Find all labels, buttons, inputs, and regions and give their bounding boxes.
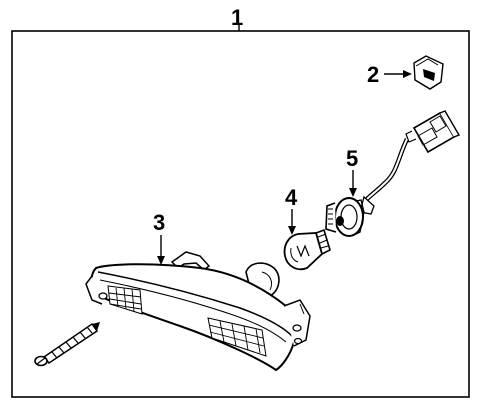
- arrow-icon: [288, 209, 296, 235]
- wire-part: [364, 138, 410, 202]
- arrow-icon: [349, 170, 357, 197]
- lamp-housing-part: [85, 251, 311, 372]
- clip-part: [413, 55, 444, 90]
- callout-bulb: 4: [285, 185, 298, 210]
- callout-socket: 5: [346, 146, 358, 171]
- arrow-icon: [384, 70, 412, 78]
- callout-assembly: 1: [231, 5, 243, 30]
- callout-clip: 2: [367, 62, 379, 87]
- assembly-frame: [11, 30, 470, 398]
- screw-part: [34, 322, 100, 367]
- callout-lamp-housing: 3: [153, 210, 165, 235]
- socket-part: [325, 195, 375, 237]
- bulb-part: [283, 228, 331, 271]
- connector-part: [405, 110, 461, 154]
- arrow-icon: [157, 235, 165, 265]
